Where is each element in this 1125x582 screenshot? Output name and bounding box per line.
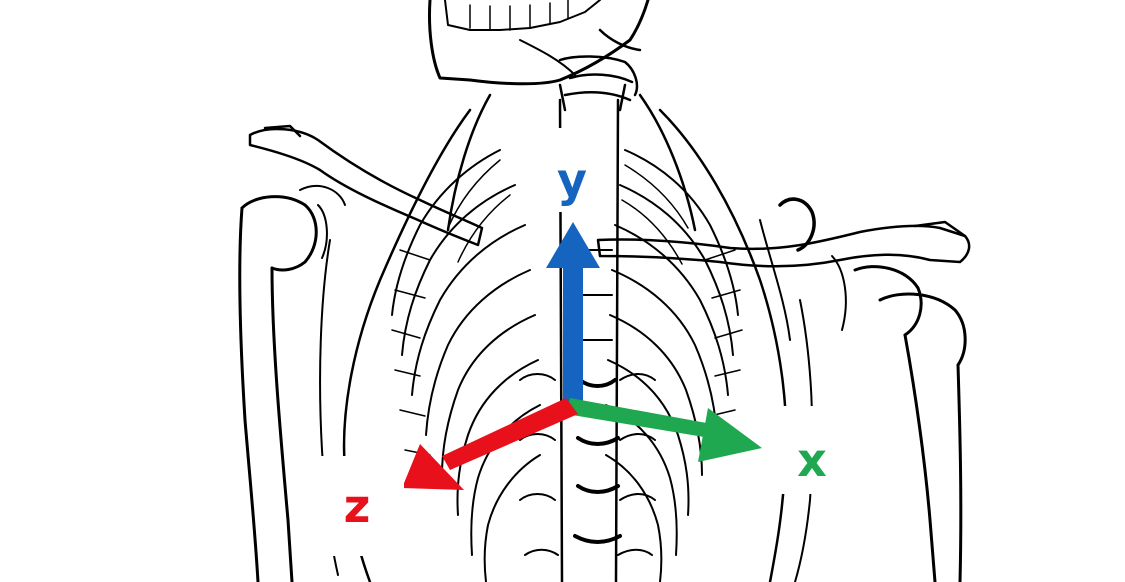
right-ribs: [605, 149, 743, 582]
left-ribs: [391, 149, 541, 582]
y-axis-arrow: [546, 222, 600, 410]
cervical-spine: [558, 28, 642, 112]
x-label-box: [768, 406, 854, 494]
right-humerus: [778, 197, 967, 582]
right-clavicle: [596, 220, 971, 268]
z-axis-arrow: [402, 398, 578, 490]
skull-jaw: [428, 0, 650, 86]
x-axis-arrow: [566, 398, 762, 462]
x-axis-label: x: [797, 433, 827, 487]
z-label-box: [310, 456, 404, 556]
z-axis-label: z: [344, 479, 371, 533]
left-clavicle: [248, 124, 484, 247]
axis-arrows: [402, 222, 762, 490]
y-label-box: [532, 128, 616, 212]
left-humerus: [238, 185, 346, 582]
axis-labels: y x z: [310, 128, 854, 556]
y-axis-label: y: [557, 153, 587, 207]
